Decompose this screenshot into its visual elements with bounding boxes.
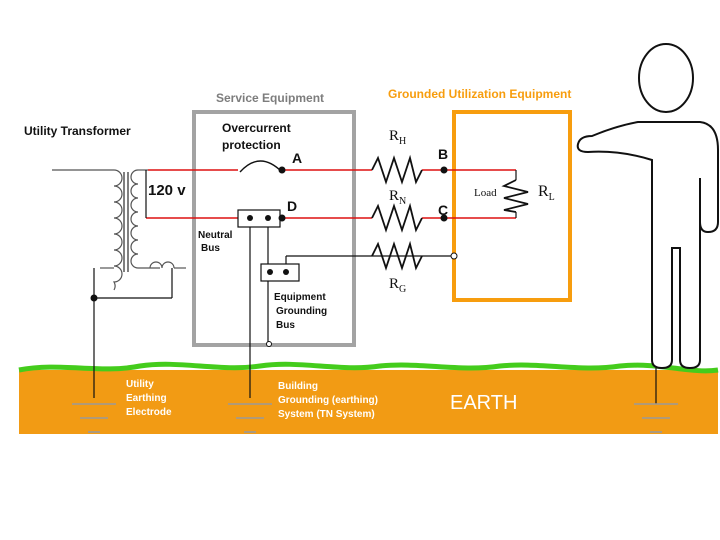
point-d-dot [278,214,286,222]
voltage-label: 120 v [148,182,186,199]
rn-label: RN [389,188,406,207]
utility-earthing-label-1: Utility [126,379,154,390]
resistor-zigzag-icon [371,154,529,271]
stick-person-icon [576,43,719,370]
load-ground-dot [450,252,458,260]
transformer-ground-dot [90,294,98,302]
utility-earthing-label-3: Electrode [126,407,172,418]
ground-symbol-icon [72,403,116,433]
neutral-bus-box [237,209,281,228]
point-c-label: C [438,202,448,218]
point-b-dot [440,166,448,174]
neutral-bus-label-2: Bus [201,243,220,254]
building-grounding-label-1: Building [278,381,318,392]
point-a-dot [278,166,286,174]
egb-label-1: Equipment [274,292,326,303]
earth-band [19,370,718,434]
service-equipment-label: Service Equipment [216,91,324,105]
overcurrent-protection-icon [239,160,283,173]
ground-symbol-icon [634,403,678,433]
point-b-label: B [438,146,448,162]
building-grounding-label-3: System (TN System) [278,409,375,420]
earth-label: EARTH [450,392,517,414]
load-label: Load [474,187,497,199]
rh-label: RH [389,128,406,147]
utility-earthing-label-2: Earthing [126,393,167,404]
utilization-equipment-box [452,110,572,302]
ground-symbol-icon [228,403,272,433]
building-grounding-label-2: Grounding (earthing) [278,395,378,406]
egb-label-2: Grounding [276,306,327,317]
rg-label: RG [389,276,406,295]
utility-transformer-label: Utility Transformer [24,124,131,138]
egb-label-3: Bus [276,320,295,331]
point-a-label: A [292,150,302,166]
equipment-grounding-bus-box [260,263,300,282]
grass-line [18,361,719,374]
black-wiring [93,170,657,404]
point-c-dot [440,214,448,222]
service-equipment-box [192,110,356,347]
neutral-bus-label-1: Neutral [198,230,233,241]
protection-label: protection [222,138,281,152]
point-d-label: D [287,198,297,214]
rl-label: RL [538,183,555,203]
overcurrent-label: Overcurrent [222,121,291,135]
grounded-utilization-equipment-label: Grounded Utilization Equipment [388,87,571,101]
